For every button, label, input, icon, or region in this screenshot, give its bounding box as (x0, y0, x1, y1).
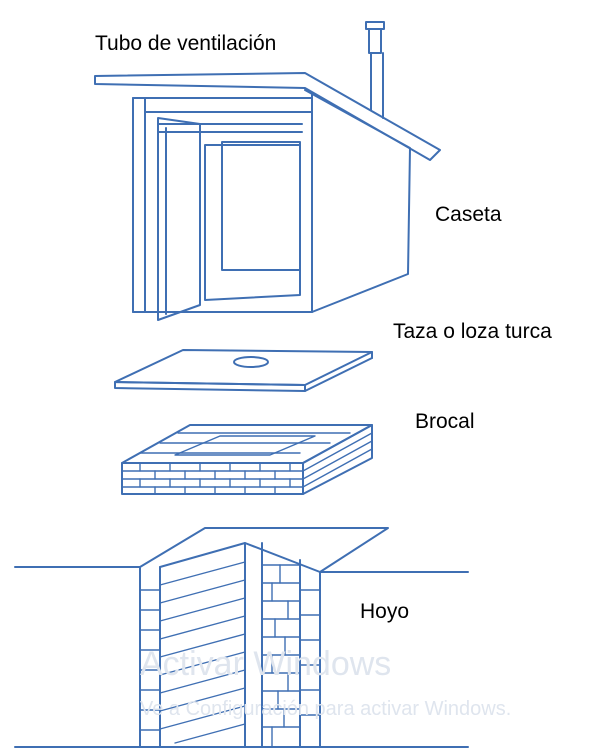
watermark-subtitle: Ve a Configuración para activar Windows. (140, 698, 512, 720)
collar-label: Brocal (415, 410, 475, 433)
collar-brick-joints (139, 462, 291, 495)
pit-label: Hoyo (360, 600, 410, 623)
collar-drawing (121, 424, 373, 495)
slab-drawing (114, 349, 373, 392)
shelter-label: Caseta (435, 203, 502, 226)
shelter-drawing (94, 72, 441, 321)
pit-wall-courses (159, 561, 246, 744)
pit-left-bricks (139, 589, 161, 731)
pit-right-bricks (261, 564, 321, 748)
slab-label: Taza o loza turca (393, 320, 552, 343)
vent-pipe-label: Tubo de ventilación (95, 32, 277, 55)
vent-pipe-drawing (365, 21, 385, 119)
watermark-title: Activar Windows (140, 645, 392, 683)
pit-drawing (14, 527, 469, 748)
